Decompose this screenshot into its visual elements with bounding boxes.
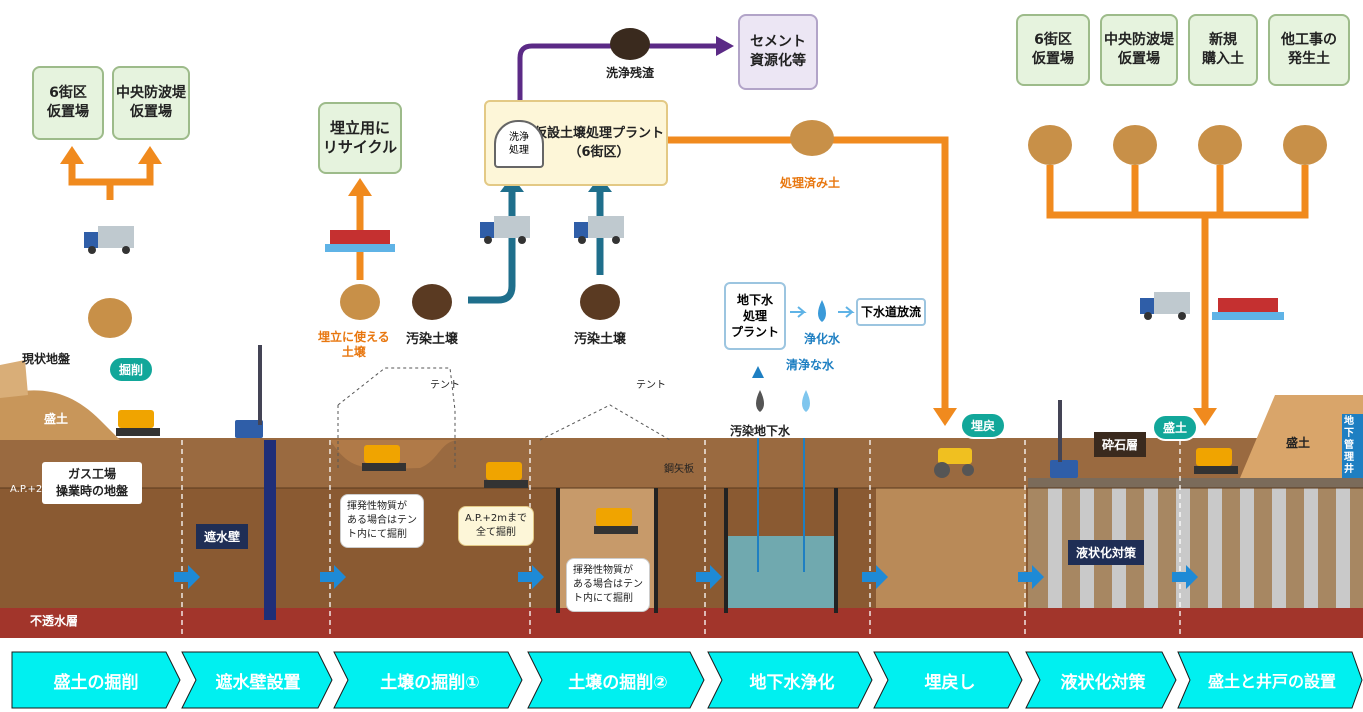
groundwater-treatment-plant-box: 地下水 処理 プラント [724, 282, 786, 350]
treated-soil-label: 処理済み土 [780, 176, 841, 190]
step-soil-excavation-1: 土壌の掘削① [380, 672, 480, 693]
step-mound-excavation: 盛土の掘削 [53, 672, 139, 693]
sheet-pile-label: 鋼矢板 [664, 464, 694, 475]
purple-flow [517, 43, 718, 120]
tent-label-2: テント [636, 380, 666, 391]
ground-step-arrows [174, 565, 1198, 589]
tent-label-1: テント [430, 380, 460, 391]
ap-excavate-note: A.P.+2mまで 全て掘削 [458, 506, 534, 546]
step-groundwater-purification: 地下水浄化 [749, 672, 835, 693]
left-box-central-breakwater-storage: 中央防波堤 仮置場 [112, 66, 190, 140]
boats [325, 230, 1284, 320]
left-box-6-district-storage: 6街区 仮置場 [32, 66, 104, 140]
orange-flows [68, 136, 1309, 408]
current-ground-label: 現状地盤 [22, 352, 71, 366]
groundwater-basin [728, 536, 836, 608]
right-box-central-breakwater-storage: 中央防波堤 仮置場 [1100, 14, 1178, 86]
gravel-layer-label: 砕石層 [1094, 432, 1147, 457]
roller [934, 448, 974, 478]
step-liquefaction-measures: 液状化対策 [1060, 672, 1146, 693]
tent-2-outline [539, 404, 671, 441]
ap-level-label: A.P.+2m [10, 484, 52, 495]
purified-drop [818, 300, 826, 322]
excavate-pill: 掘削 [108, 356, 155, 383]
purified-water-label: 浄化水 [804, 332, 841, 346]
right-box-new-purchase-soil: 新規 購入土 [1188, 14, 1258, 86]
mound-left [0, 390, 120, 440]
drill-rigs [235, 345, 1078, 478]
right-box-other-works-soil: 他工事の 発生土 [1268, 14, 1350, 86]
gas-works-ground-label: ガス工場 操業時の地盤 [42, 462, 142, 504]
step-mound-and-well-installation: 盛土と井戸の設置 [1207, 672, 1336, 691]
tent-1-outline [337, 367, 456, 470]
volatile-note-1: 揮発性物質が ある場合はテン ト内にて掘削 [340, 494, 424, 548]
mound-label-left: 盛土 [44, 412, 69, 426]
monitoring-well-label: 地下 管理 井 [1342, 414, 1363, 478]
clean-drop [802, 390, 810, 412]
cement-recycle-box: セメント 資源化等 [738, 14, 818, 90]
wash-process-dome: 洗浄 処理 [494, 120, 544, 168]
volatile-note-2: 揮発性物質が ある場合はテン ト内にて掘削 [566, 558, 650, 612]
liquefaction-columns [1028, 478, 1363, 608]
right-box-6-district-storage: 6街区 仮置場 [1016, 14, 1090, 86]
ground-section [0, 345, 1363, 640]
sewer-discharge-box: 下水道放流 [856, 298, 926, 326]
mound-label-right: 盛土 [1286, 436, 1311, 450]
cutoff-wall-label: 遮水壁 [196, 524, 249, 549]
clean-water-label: 清浄な水 [786, 358, 835, 372]
excavators [116, 410, 1238, 534]
trucks [84, 216, 1190, 320]
blue-flows [468, 190, 604, 304]
contaminated-soil-label-1: 汚染土壌 [406, 332, 459, 347]
step-backfill: 埋戻し [924, 672, 976, 693]
mound-right [1240, 395, 1363, 478]
liquefaction-measure-label: 液状化対策 [1068, 540, 1145, 565]
backfill-pill: 埋戻 [960, 412, 1007, 439]
step-cutoff-wall-installation: 遮水壁設置 [215, 672, 301, 693]
soil-piles [88, 28, 1327, 338]
contaminated-soil-label-2: 汚染土壌 [574, 332, 627, 347]
step-soil-excavation-2: 土壌の掘削② [568, 672, 668, 693]
contaminated-drop [756, 390, 764, 412]
impermeable-layer [0, 608, 1363, 638]
impermeable-layer-label: 不透水層 [30, 614, 79, 628]
contaminated-groundwater-label: 汚染地下水 [730, 424, 791, 438]
cutoff-wall [264, 440, 276, 620]
wash-residue-label: 洗浄残渣 [606, 66, 655, 80]
recycle-box: 埋立用に リサイクル [318, 102, 402, 174]
reclaimable-soil-label: 埋立に使える 土壌 [318, 330, 390, 359]
mound-pill: 盛土 [1152, 414, 1199, 441]
step-chevrons [11, 651, 1363, 709]
